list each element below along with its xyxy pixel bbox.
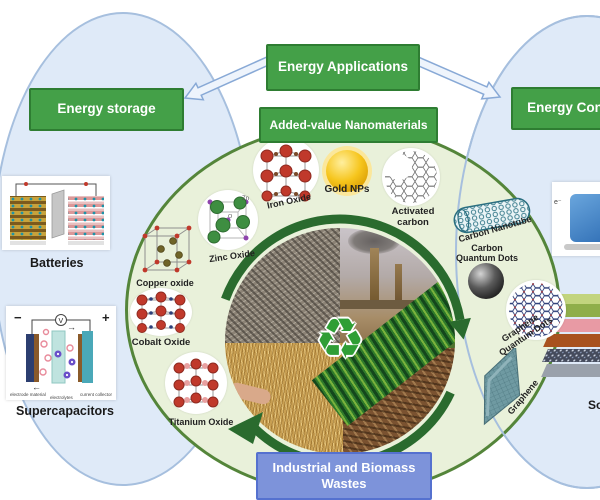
iron-oxide-icon [253, 138, 319, 202]
solar-cell-stack [541, 294, 600, 404]
arrow-to-conversion-icon [412, 55, 502, 100]
solar-layer-dark [542, 349, 600, 362]
svg-text:←: ← [32, 382, 41, 392]
supercap-minus: − [14, 310, 22, 325]
cobalt-oxide-label: Cobalt Oxide [131, 337, 191, 348]
supercap-electrode-label: electrode material [10, 392, 46, 397]
zinc-o-annotation: O [228, 214, 233, 220]
supercap-electrolyte-label: electrolytes [50, 395, 74, 400]
activated-carbon-icon [382, 148, 440, 206]
activated-carbon-label: Activated carbon [391, 206, 435, 228]
supercapacitor-diagram: − + V → ← electrode material electrolyte… [6, 306, 116, 400]
zinc-zn-annotation: Zn [242, 196, 250, 202]
solar-layer-gray [541, 364, 600, 377]
titanium-oxide-label: Titanium Oxide [168, 417, 234, 427]
svg-text:→: → [67, 322, 76, 332]
factory-chimney-2 [395, 264, 402, 304]
energy-conversion-label: Energy Conversion [527, 100, 600, 116]
supercap-voltmeter: V [59, 318, 64, 325]
carbon-nanotube-icon [447, 187, 537, 245]
carbon-quantum-dots-label: Carbon Quantum Dots [456, 243, 518, 264]
solar-cells-label: Solar cells [588, 398, 600, 412]
energy-applications-box: Energy Applications [266, 44, 420, 91]
copper-oxide-label: Copper oxide [136, 278, 194, 288]
gold-nps-icon [322, 146, 372, 196]
graphene-quantum-dots-icon [506, 280, 566, 340]
battery-diagram [2, 176, 110, 250]
added-value-nanomaterials-label: Added-value Nanomaterials [269, 117, 428, 132]
graphene-icon [462, 348, 542, 432]
supercap-plus: + [102, 310, 110, 325]
energy-storage-box: Energy storage [29, 88, 184, 131]
recycle-icon: ♻ [314, 306, 366, 370]
waste-photo-collage: ♻ [225, 228, 455, 454]
titanium-oxide-icon [165, 352, 227, 414]
copper-oxide-icon [135, 222, 193, 278]
batteries-label: Batteries [30, 256, 84, 270]
added-value-nanomaterials-box: Added-value Nanomaterials [259, 107, 438, 143]
fuel-cell-diagram: e⁻ [552, 182, 600, 256]
zinc-oxide-icon: Zn O [198, 190, 258, 250]
factory-chimney [370, 248, 379, 302]
cobalt-oxide-icon [130, 288, 192, 336]
industrial-biomass-wastes-box: Industrial and Biomass Wastes [256, 452, 432, 500]
carbon-quantum-dot-icon [468, 263, 504, 299]
industrial-biomass-line2: Wastes [321, 476, 367, 491]
energy-applications-label: Energy Applications [277, 59, 409, 75]
gold-nps-label: Gold NPs [324, 184, 370, 195]
industrial-biomass-line1: Industrial and Biomass [272, 459, 416, 475]
energy-storage-label: Energy storage [57, 101, 156, 117]
supercap-collector-label: current collector [80, 392, 113, 397]
electron-label: e⁻ [554, 199, 562, 206]
energy-conversion-box: Energy Conversion [511, 87, 600, 130]
supercapacitors-label: Supercapacitors [16, 404, 114, 418]
